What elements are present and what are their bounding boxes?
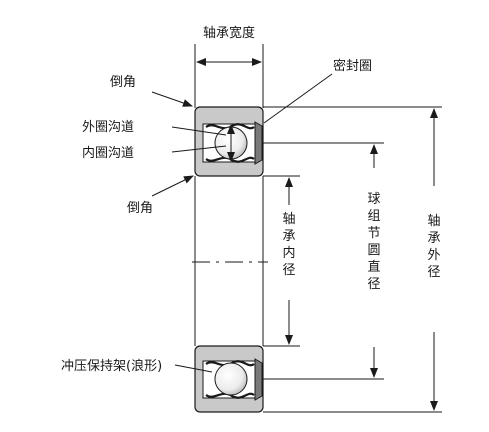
- inner-groove-leader: [171, 145, 227, 153]
- label-pitch-4: 圆: [367, 243, 380, 258]
- lower-section: [194, 345, 264, 413]
- seal-leader: [263, 73, 333, 124]
- chamfer-bottom-leader: [151, 175, 194, 197]
- label-chamfer-bottom: 倒角: [127, 201, 153, 216]
- label-pitch-5: 直: [367, 260, 380, 275]
- label-pitch-6: 径: [367, 277, 380, 292]
- label-stamped-cage: 冲压保持架(浪形): [61, 359, 162, 374]
- label-bore-4: 径: [282, 263, 295, 278]
- label-bore-2: 承: [282, 229, 295, 244]
- lower-cage-lower: [205, 392, 255, 399]
- label-pitch-1: 球: [367, 192, 380, 207]
- lower-seal: [254, 358, 263, 401]
- label-pitch-2: 组: [367, 209, 380, 224]
- label-od-2: 承: [427, 231, 440, 246]
- label-bearing-width: 轴承宽度: [203, 25, 255, 41]
- upper-section: [194, 106, 264, 177]
- cage-leader: [174, 364, 213, 373]
- label-od-4: 径: [427, 265, 440, 280]
- label-pitch-3: 节: [367, 226, 380, 241]
- outer-groove-leader: [171, 126, 227, 136]
- label-bore-3: 内: [282, 245, 295, 261]
- upper-seal: [254, 121, 263, 165]
- label-inner-race-groove: 内圈沟道: [82, 145, 134, 161]
- label-od-3: 外: [427, 248, 440, 263]
- label-bore-1: 轴: [282, 212, 295, 227]
- label-outer-race-groove: 外圈沟道: [82, 120, 134, 135]
- chamfer-top-leader: [151, 91, 193, 107]
- label-chamfer-top: 倒角: [110, 75, 136, 90]
- lower-ball: [214, 362, 248, 396]
- label-seal-ring: 密封圈: [333, 58, 372, 74]
- label-od-1: 轴: [427, 214, 440, 229]
